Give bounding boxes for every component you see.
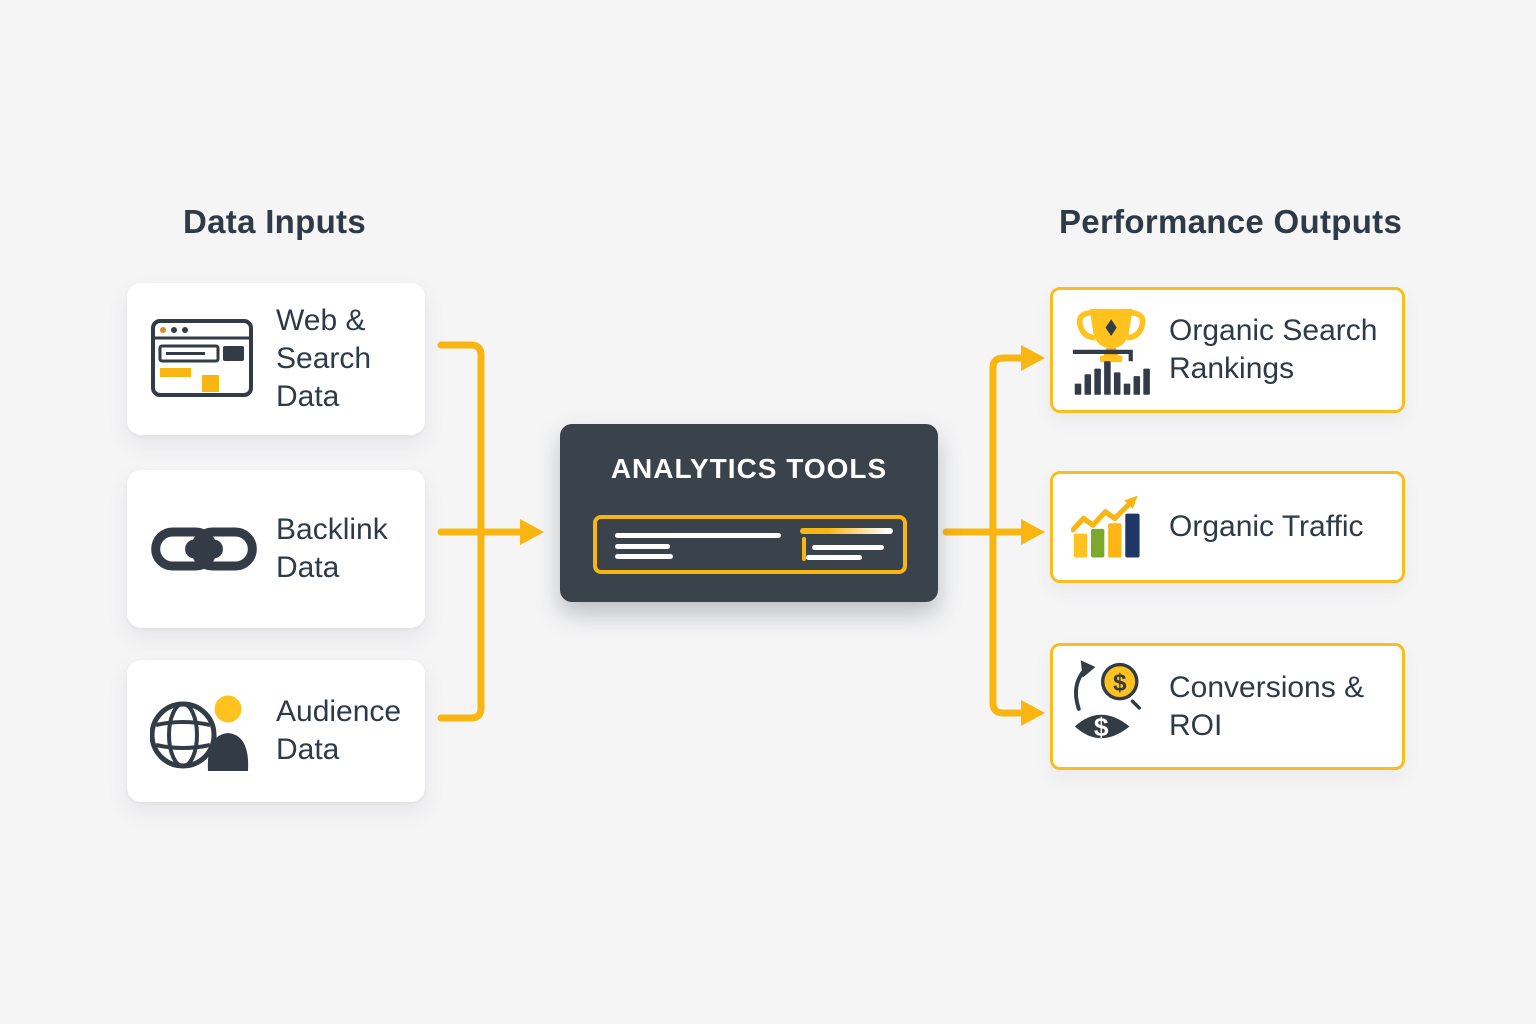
output-card-organic-traffic: Organic Traffic <box>1050 471 1405 583</box>
inputs-to-center-arrowhead <box>520 519 544 545</box>
analytics-tools-title: ANALYTICS TOOLS <box>610 453 888 484</box>
roi-dollar-glyph: $ <box>1094 712 1109 742</box>
output-card-label: Organic Traffic <box>1169 510 1364 543</box>
input-card-label: Web & Search Data <box>276 304 372 413</box>
output-card-organic-search-rankings: Organic Search Rankings <box>1050 287 1405 413</box>
input-card-web-search-data: Web & Search Data <box>127 283 425 435</box>
output-card-conversions-roi: $ $ Conversions & ROI <box>1050 643 1405 770</box>
dashboard-line <box>615 554 673 559</box>
input-card-label: Audience Data <box>276 695 402 766</box>
output-card-label: Conversions & ROI <box>1169 670 1365 742</box>
dashboard-line-highlight <box>800 528 893 534</box>
globe-user-icon <box>150 689 262 773</box>
dashboard-line-tick <box>802 537 806 561</box>
center-to-traffic-arrowhead <box>1021 519 1045 545</box>
outputs-column-title: Performance Outputs <box>1059 203 1403 240</box>
dashboard-line <box>615 544 670 549</box>
analytics-dashboard-graphic <box>593 515 907 574</box>
outputs-top-arrowhead <box>1021 345 1045 371</box>
trophy-bar-chart-icon <box>1071 302 1155 398</box>
dashboard-line <box>812 545 884 550</box>
input-card-backlink-data: Backlink Data <box>127 470 425 628</box>
analytics-tools-box: ANALYTICS TOOLS <box>560 424 938 602</box>
dashboard-line <box>615 533 781 538</box>
chain-link-icon <box>150 521 262 577</box>
outputs-bracket-line <box>989 354 1025 717</box>
outputs-bottom-arrowhead <box>1021 700 1045 726</box>
coin-dollar-glyph: $ <box>1113 669 1127 696</box>
input-card-audience-data: Audience Data <box>127 660 425 802</box>
dashboard-line <box>806 555 862 560</box>
browser-window-icon <box>150 318 262 400</box>
growth-bar-chart-icon <box>1071 493 1155 561</box>
money-conversion-icon: $ $ <box>1071 658 1155 756</box>
input-card-label: Backlink Data <box>276 513 388 584</box>
inputs-column-title: Data Inputs <box>183 203 366 240</box>
output-card-label: Organic Search Rankings <box>1169 314 1378 385</box>
